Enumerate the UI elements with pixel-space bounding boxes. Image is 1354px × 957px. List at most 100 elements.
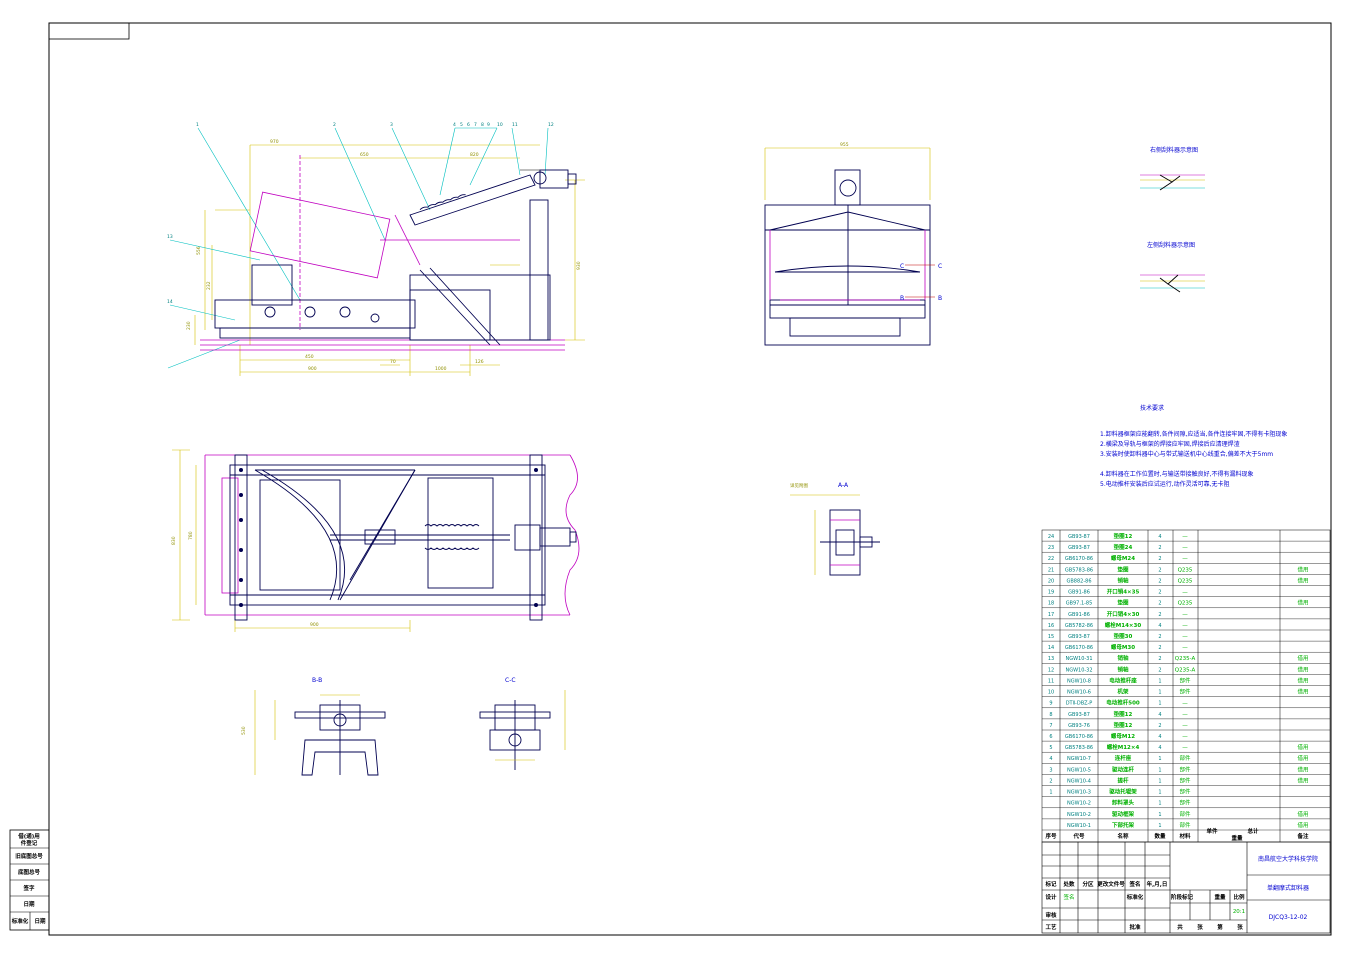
svg-text:955: 955 [840, 142, 849, 148]
tech-note-5: 5.电动推杆安装后应试运行,动作灵活可靠,无卡阻 [1100, 480, 1230, 488]
svg-text:556: 556 [196, 246, 202, 255]
bom-cell-material: 部件 [1179, 688, 1191, 696]
bom-cell-material: 部件 [1179, 810, 1191, 818]
bom-cell-qty: 1 [1158, 812, 1161, 818]
bom-cell-qty: 4 [1158, 712, 1161, 718]
bom-cell-note: 借用 [1297, 765, 1308, 773]
bom-cell-code: NGW10-2 [1067, 812, 1091, 818]
section-aa: A-A 详见附图 [790, 482, 880, 576]
tb-design: 设计 [1045, 893, 1057, 901]
svg-text:230: 230 [186, 321, 192, 330]
bom-cell-qty: 4 [1158, 623, 1161, 629]
bom-cell-no: 19 [1048, 590, 1054, 596]
svg-text:232: 232 [206, 281, 212, 290]
bom-cell-code: GB93-76 [1068, 723, 1090, 729]
bom-h-single: 单件 [1206, 827, 1218, 835]
bom-cell-name: 垫圈30 [1114, 632, 1133, 640]
tb-sheet: 张 [1197, 923, 1203, 931]
svg-text:900: 900 [310, 622, 319, 628]
side-label-6: 日期 [23, 900, 35, 908]
bom-cell-note: 借用 [1297, 565, 1308, 573]
bb-title: B-B [312, 677, 322, 684]
bom-cell-code: NGW10-3 [1067, 790, 1091, 796]
tb-school: 南昌航空大学科技学院 [1258, 855, 1318, 863]
svg-text:900: 900 [308, 366, 317, 372]
bom-cell-note: 借用 [1297, 810, 1308, 818]
bom-cell-note: 借用 [1297, 776, 1308, 784]
bom-cell-name: 驱动连杆 [1112, 765, 1135, 773]
svg-text:2: 2 [333, 122, 336, 128]
bom-cell-no: 11 [1048, 678, 1054, 684]
bom-cell-material: 部件 [1179, 776, 1191, 784]
svg-text:780: 780 [188, 531, 194, 540]
bom-cell-no: 22 [1048, 556, 1054, 562]
svg-text:830: 830 [171, 536, 177, 545]
bom-cell-name: 垫圈12 [1114, 721, 1133, 729]
bom-cell-name: 销轴 [1117, 576, 1129, 584]
bom-cell-material: — [1182, 745, 1188, 751]
bom-h-mat: 材料 [1179, 832, 1191, 840]
side-label-8: 日期 [34, 917, 46, 925]
bom-cell-material: — [1182, 545, 1188, 551]
bom-cell-qty: 2 [1158, 634, 1161, 640]
bom-cell-name: 螺母M30 [1111, 643, 1135, 651]
bom-cell-material: — [1182, 534, 1188, 540]
side-label-4: 底图总号 [17, 868, 41, 876]
bom-h-weight: 重量 [1231, 834, 1243, 842]
bom-cell-name: 电动推杆500 [1106, 699, 1140, 707]
bom-cell-note: 借用 [1297, 676, 1308, 684]
bom-cell-name: 搓杆 [1117, 776, 1129, 784]
tech-note-3: 3.安装时使卸料器中心与带式输送机中心线重合,偏差不大于5mm [1100, 450, 1273, 458]
tb-ratio-value: 20:1 [1233, 909, 1245, 915]
bom-cell-material: 部件 [1179, 765, 1191, 773]
bom-cell-material: Q235-A [1175, 656, 1196, 662]
section-mark-b2: B [938, 295, 942, 302]
bom-cell-name: 电动推杆座 [1109, 676, 1137, 684]
tech-title: 技术要求 [1140, 404, 1164, 412]
bom-cell-note: 借用 [1297, 743, 1308, 751]
svg-text:7: 7 [474, 122, 477, 128]
bom-cell-code: GB93-87 [1068, 712, 1090, 718]
bom-cell-no: 12 [1048, 667, 1054, 673]
bom-cell-code: NGW10-7 [1067, 756, 1091, 762]
bom-cell-qty: 2 [1158, 567, 1161, 573]
bom-cell-code: GB6170-86 [1065, 734, 1093, 740]
bom-cell-no: 15 [1048, 634, 1054, 640]
aa-ref-note: 详见附图 [790, 482, 808, 489]
bom-cell-qty: 1 [1158, 778, 1161, 784]
bom-cell-qty: 2 [1158, 578, 1161, 584]
bom-cell-qty: 1 [1158, 767, 1161, 773]
bom-cell-code: NGW10-4 [1067, 778, 1091, 784]
bom-cell-no: 21 [1048, 567, 1054, 573]
tb-zone: 分区 [1082, 880, 1094, 888]
tb-date: 年,月,日 [1147, 880, 1168, 888]
bom-cell-qty: 4 [1158, 534, 1161, 540]
bom-cell-no: 7 [1049, 723, 1052, 729]
bom-cell-material: — [1182, 645, 1188, 651]
bom-cell-qty: 1 [1158, 678, 1161, 684]
svg-text:70: 70 [390, 359, 396, 365]
side-label-1: 借(通)用 [17, 832, 40, 840]
svg-text:1000: 1000 [435, 366, 447, 372]
bom-cell-material: — [1182, 701, 1188, 707]
bom-cell-qty: 2 [1158, 612, 1161, 618]
bom-cell-name: 螺栓M12×4 [1107, 743, 1140, 751]
bom-cell-qty: 4 [1158, 734, 1161, 740]
bom-h-note: 备注 [1296, 832, 1309, 840]
bom-cell-no: 16 [1048, 623, 1054, 629]
svg-text:650: 650 [360, 152, 369, 158]
bom-cell-note: 借用 [1297, 599, 1308, 607]
bom-cell-code: NGW10-5 [1067, 767, 1091, 773]
bom-cell-no: 1 [1049, 790, 1052, 796]
side-view: 955 C C B B [764, 142, 942, 346]
bom-cell-material: — [1182, 734, 1188, 740]
bom-cell-name: 螺母M12 [1111, 732, 1135, 740]
bom-cell-qty: 1 [1158, 756, 1161, 762]
tb-standard: 标准化 [1126, 893, 1144, 901]
bom-cell-code: GB5782-86 [1065, 623, 1093, 629]
svg-text:8: 8 [481, 122, 484, 128]
svg-text:1: 1 [196, 122, 199, 128]
tech-note-2: 2.横梁及导轨与框架的焊接应牢固,焊接后应清理焊渣 [1100, 440, 1240, 448]
tb-drawing-name: 单翻摩式卸料器 [1267, 884, 1309, 892]
bom-cell-material: — [1182, 634, 1188, 640]
